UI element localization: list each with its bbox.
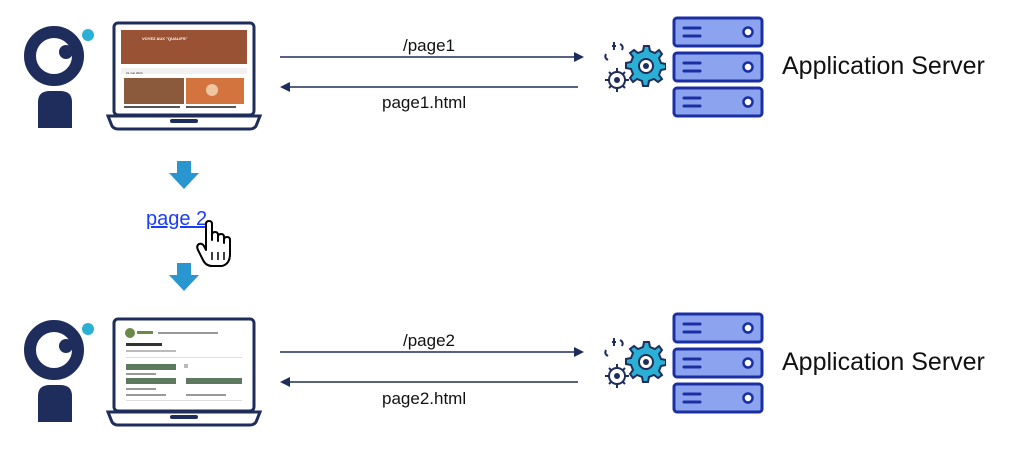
server-label: Application Server: [782, 348, 985, 376]
laptop-icon: VOYEZ AUX "QUALIFS" 21 mai 2023: [105, 20, 263, 132]
server-icon: [672, 312, 764, 414]
request-label: /page2: [403, 331, 455, 350]
down-arrow-icon: [169, 263, 199, 291]
gears-icon: [604, 338, 666, 388]
request-response-arrows: [280, 347, 584, 387]
user-avatar-icon: [24, 320, 94, 422]
screen-date: 21 mai 2023: [126, 71, 143, 75]
server-label: Application Server: [782, 52, 985, 80]
laptop-icon: [105, 316, 263, 428]
request-response-arrows: [280, 52, 584, 92]
user-avatar-icon: [24, 26, 94, 128]
request-label: /page1: [403, 36, 455, 55]
hand-cursor-icon: [196, 220, 231, 267]
response-label: page2.html: [382, 389, 467, 408]
server-icon: [672, 16, 764, 118]
down-arrow-icon: [169, 161, 199, 189]
screen-title: VOYEZ AUX "QUALIFS": [142, 36, 188, 41]
gears-icon: [604, 42, 666, 92]
page2-link[interactable]: page 2: [146, 208, 208, 230]
response-label: page1.html: [382, 93, 467, 112]
